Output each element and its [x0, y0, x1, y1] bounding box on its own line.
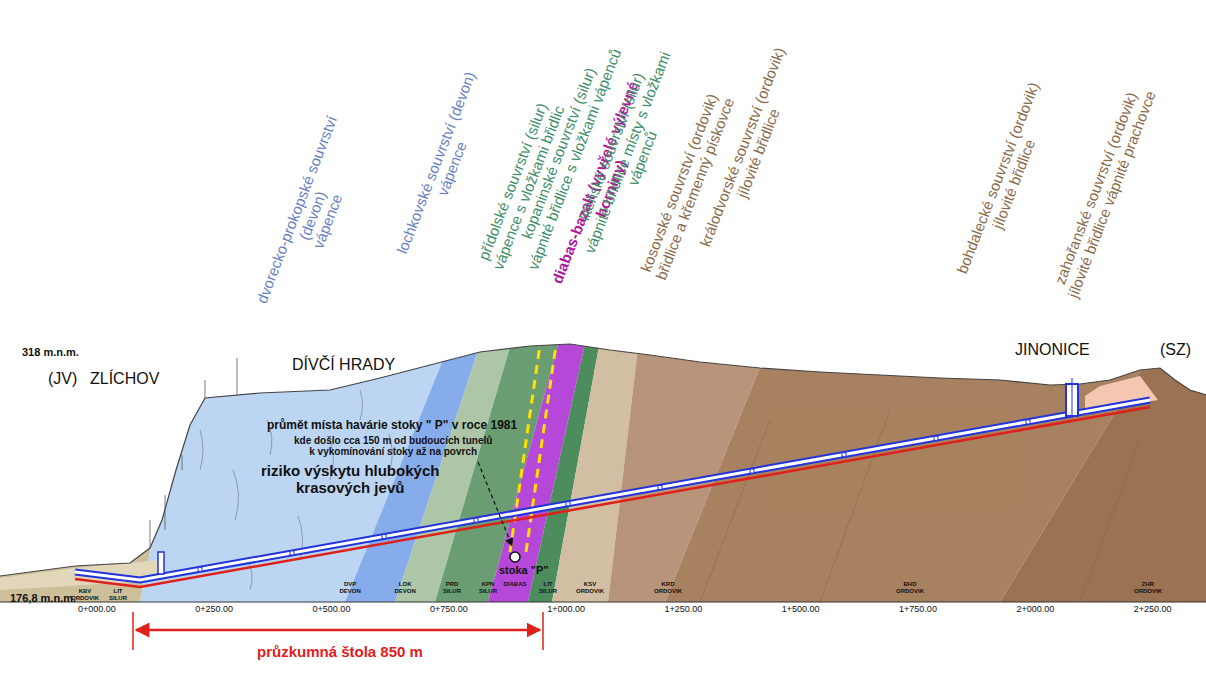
formation-label: lochkovské souvrství (devon) vápence — [394, 70, 494, 262]
chainage-label: 1+000.00 — [547, 605, 585, 615]
layer-code: KRD ORDOVIK — [654, 581, 682, 594]
chainage-label: 2+250.00 — [1134, 605, 1172, 615]
tunnel-mark — [1026, 420, 1030, 424]
dimension-label: průzkumná štola 850 m — [257, 644, 423, 661]
place-name: ZLÍCHOV — [90, 370, 159, 388]
place-name: DÍVČÍ HRADY — [292, 356, 395, 374]
callout-note: kde došlo cca 150 m od budoucích tunelů … — [294, 435, 492, 457]
direction-label: (JV) — [48, 370, 77, 388]
ground-surface — [0, 344, 1206, 576]
layer-code: BHD ORDOVIK — [896, 581, 924, 594]
layer-code: KSV ORDOVIK — [576, 581, 604, 594]
sewer-point — [510, 552, 520, 562]
tunnel-mark — [198, 567, 202, 571]
geology-bands — [0, 330, 1206, 602]
elevation-label: 176,8 m.n.m. — [10, 592, 76, 604]
tunnel-mark — [842, 453, 846, 457]
layer-code: KPN SILUR — [479, 581, 497, 594]
callout-note: riziko výskytu hlubokých krasových jevů — [261, 463, 439, 496]
chainage-label: 1+250.00 — [665, 605, 703, 615]
tunnel-mark — [934, 436, 938, 440]
layer-code: ZHR ORDOVIK — [1134, 581, 1162, 594]
tunnel-mark — [474, 518, 478, 522]
chainage-label: 0+500.00 — [313, 605, 351, 615]
base-line — [0, 602, 1206, 603]
layer-code: DIABAS — [504, 581, 527, 588]
chainage-label: 0+750.00 — [430, 605, 468, 615]
callout-note: průmět místa havárie stoky " P" v roce 1… — [267, 419, 517, 432]
layer-code: LOK DEVON — [395, 581, 416, 594]
tunnel-mark — [750, 469, 754, 473]
chainage-label: 0+000.00 — [78, 605, 116, 615]
layer-code: LIT SILUR — [539, 581, 557, 594]
chainage-label: 0+250.00 — [195, 605, 233, 615]
formation-label: dvorecko-prokopské souvrství (devon) váp… — [254, 114, 372, 318]
chainage-label: 2+000.00 — [1016, 605, 1054, 615]
sewer-label: stoka "P" — [499, 564, 549, 576]
surface-markers — [150, 358, 237, 548]
elevation-label: 318 m.n.m. — [22, 346, 79, 358]
tunnel-mark — [290, 551, 294, 555]
layer-code: KBV ORDOVIK — [71, 588, 99, 601]
chainage-label: 1+750.00 — [899, 605, 937, 615]
tunnel-mark — [566, 502, 570, 506]
formation-label: bohdalecké souvrství (ordovik) jílovité … — [954, 80, 1058, 282]
tunnel-mark — [382, 535, 386, 539]
layer-code: DVP DEVON — [340, 581, 361, 594]
tunnel-mark — [658, 485, 662, 489]
place-name: JINONICE — [1015, 341, 1090, 359]
leader-arrow — [478, 462, 512, 546]
direction-label: (SZ) — [1160, 341, 1191, 359]
formation-label: zahořanské souvrství (ordovik) jílovité … — [1049, 83, 1159, 300]
chainage-label: 1+500.00 — [782, 605, 820, 615]
tunnel — [75, 378, 1150, 587]
layer-code: PRD SILUR — [443, 581, 461, 594]
layer-code: LIT SILUR — [109, 588, 127, 601]
